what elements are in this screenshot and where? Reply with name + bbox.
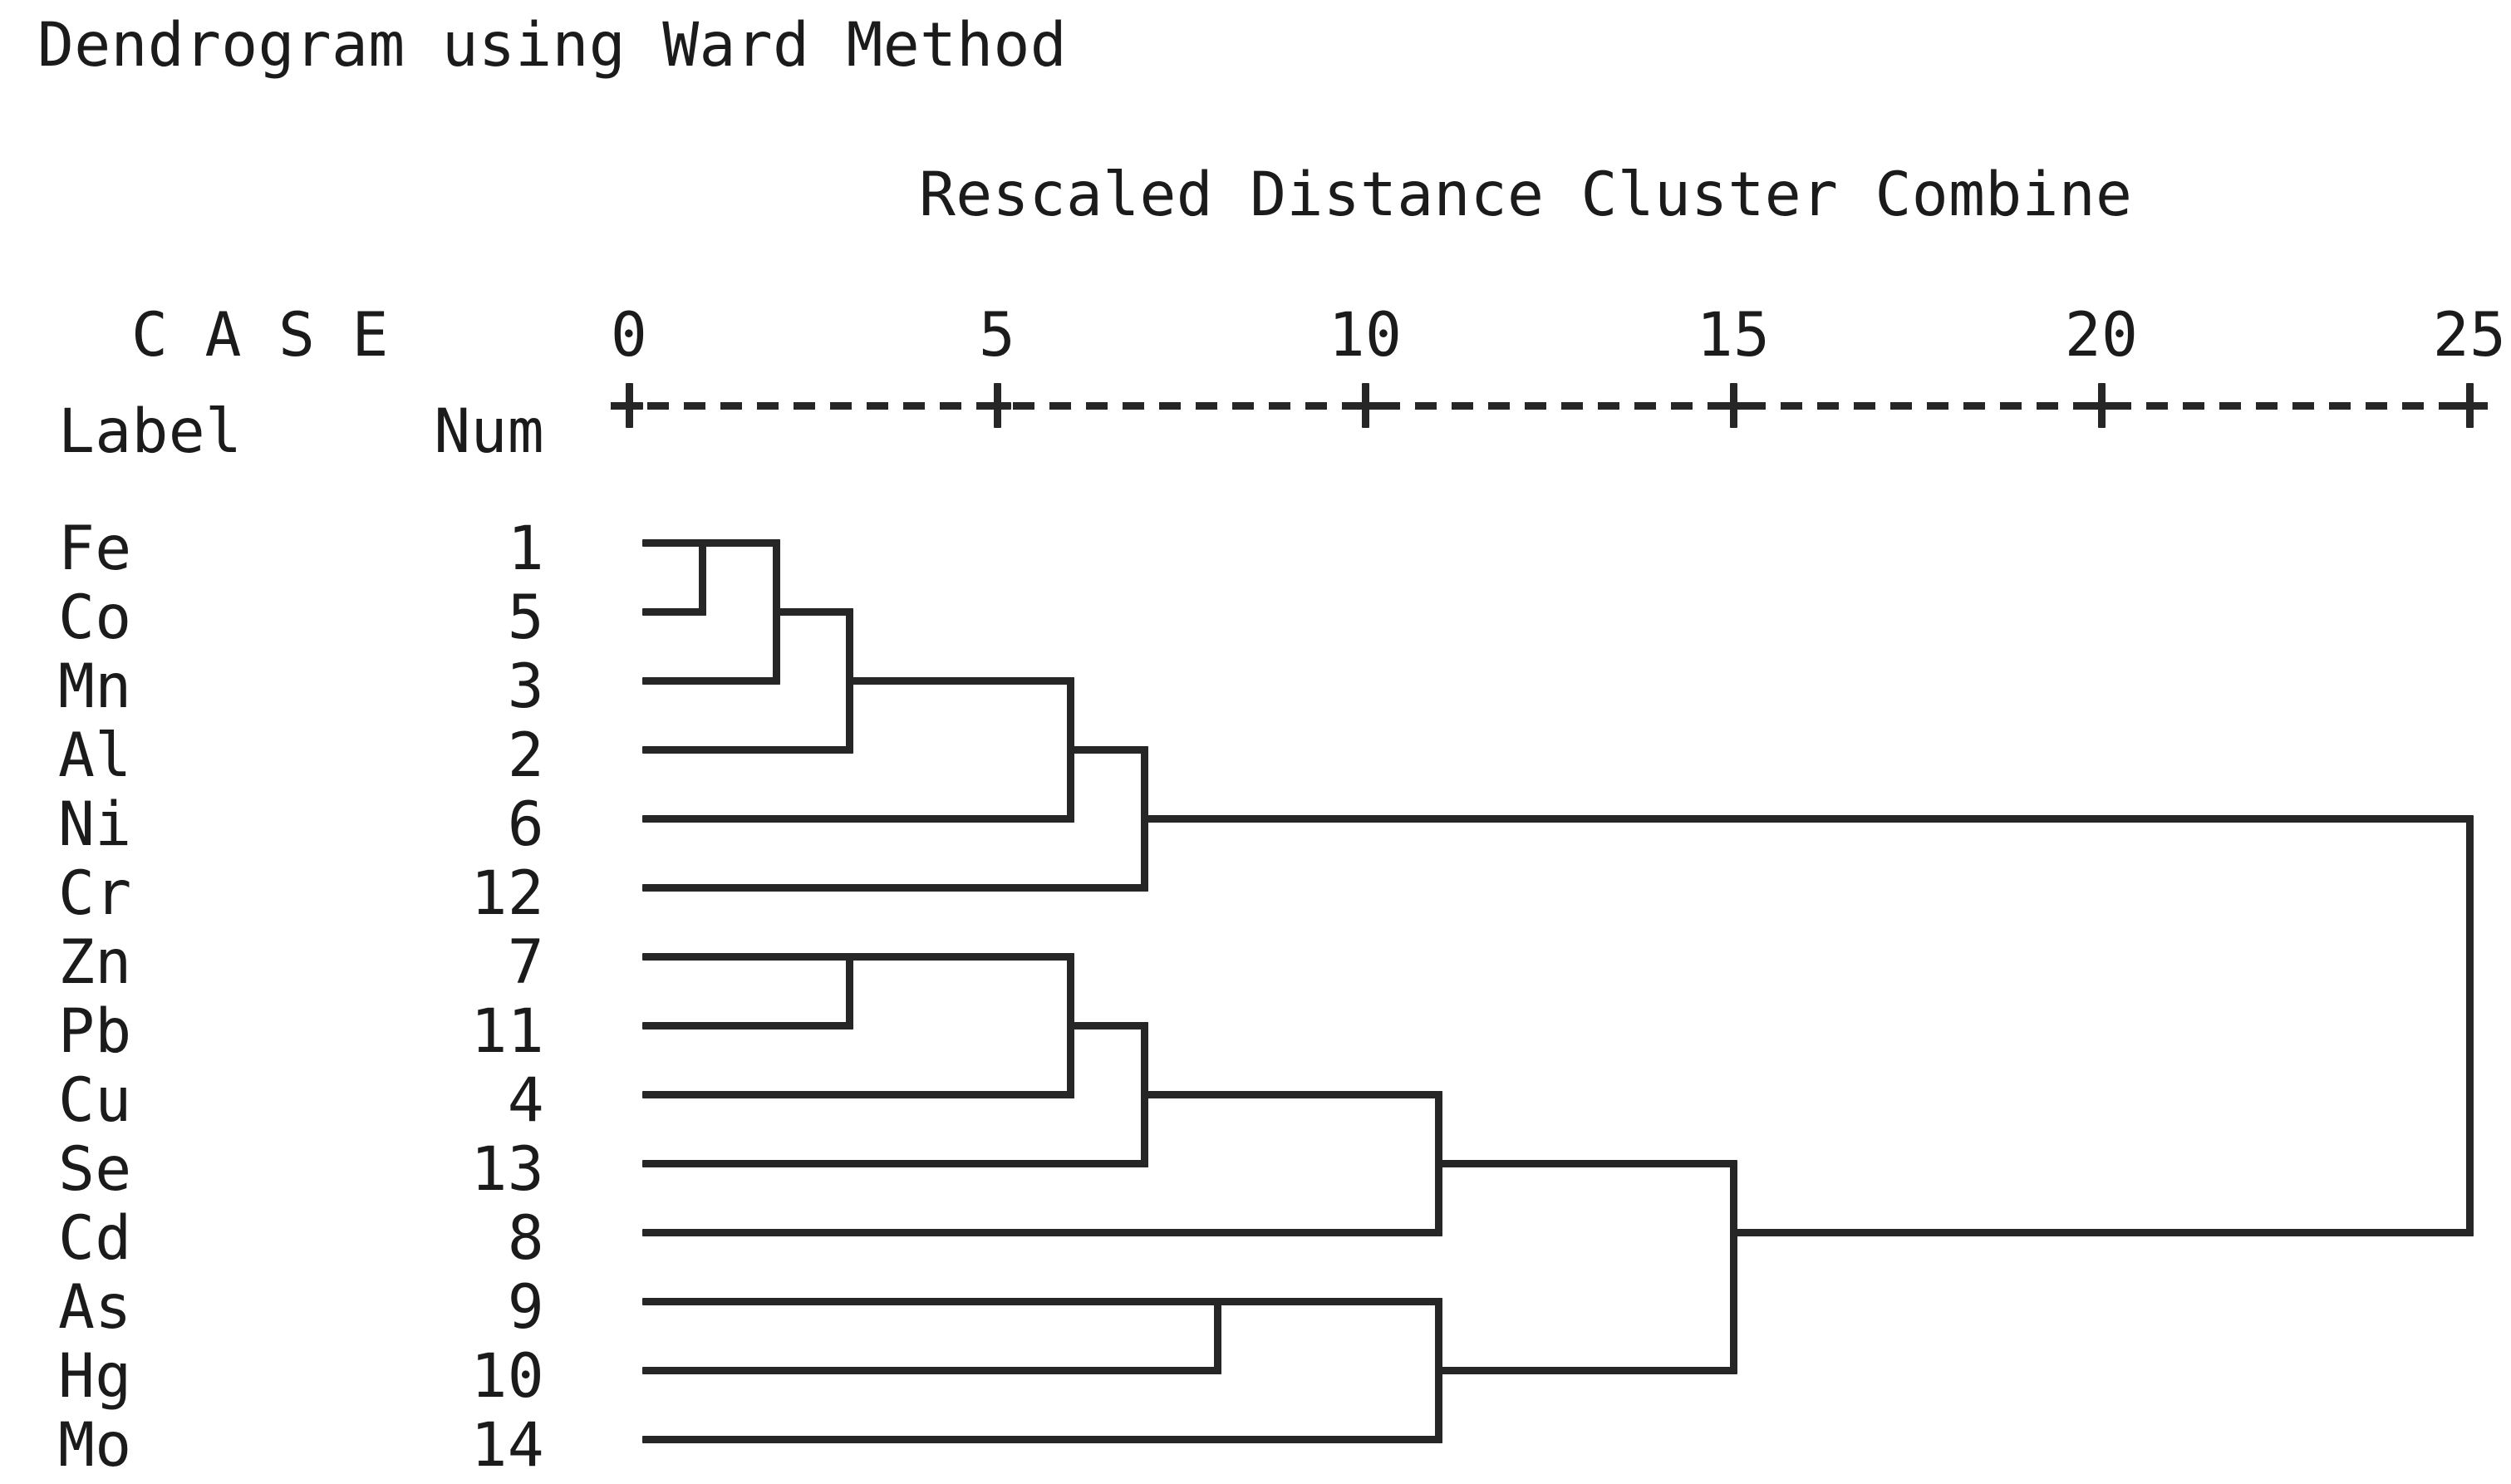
leaf-label: Fe: [58, 514, 132, 584]
tree-branch-horizontal: [1067, 1021, 1148, 1029]
leaf-num: 2: [507, 720, 544, 791]
leaf-num: 6: [507, 789, 544, 860]
leaf-num: 7: [507, 927, 544, 998]
tree-merge-vertical: [1067, 676, 1075, 823]
tree-branch-horizontal: [641, 1366, 1222, 1374]
axis-dash-line: [611, 402, 2488, 410]
leaf-label: Cr: [58, 858, 132, 929]
leaf-label: As: [58, 1272, 132, 1343]
tree-branch-horizontal: [699, 538, 780, 547]
leaf-label: Hg: [58, 1341, 132, 1412]
tree-merge-vertical: [1435, 1090, 1443, 1236]
leaf-label: Co: [58, 582, 132, 653]
tree-branch-horizontal: [641, 745, 854, 754]
tree-branch-horizontal: [641, 1297, 1222, 1305]
axis-plus-tick-bar: [615, 402, 643, 410]
leaf-num: 10: [470, 1341, 544, 1412]
tree-branch-horizontal: [1214, 1297, 1443, 1305]
axis-tick-label: 25: [2432, 300, 2507, 371]
label-column-header: Label: [58, 396, 243, 467]
leaf-num: 3: [507, 651, 544, 722]
axis-tick-label: 15: [1696, 300, 1771, 371]
tree-merge-vertical: [846, 952, 854, 1029]
tree-branch-horizontal: [846, 952, 1075, 961]
tree-branch-horizontal: [641, 1090, 1075, 1098]
tree-branch-horizontal: [1140, 1090, 1443, 1098]
leaf-num: 8: [507, 1203, 544, 1274]
axis-plus-tick-bar: [1351, 402, 1379, 410]
axis-plus-tick-bar: [983, 402, 1011, 410]
tree-branch-horizontal: [641, 1159, 1148, 1167]
axis-plus-tick-bar: [2087, 402, 2115, 410]
tree-branch-horizontal: [641, 814, 1075, 823]
leaf-num: 1: [507, 514, 544, 584]
tree-merge-vertical: [1140, 745, 1148, 892]
tree-branch-horizontal: [641, 607, 707, 616]
tree-branch-horizontal: [641, 1228, 1443, 1236]
leaf-label: Se: [58, 1134, 132, 1205]
axis-tick-label: 0: [610, 300, 648, 371]
leaf-label: Pb: [58, 996, 132, 1067]
tree-branch-horizontal: [1067, 745, 1148, 754]
leaf-label: Mo: [58, 1410, 132, 1481]
tree-branch-horizontal: [641, 538, 707, 547]
tree-branch-horizontal: [641, 952, 854, 961]
axis-tick-label: 10: [1328, 300, 1403, 371]
leaf-num: 9: [507, 1272, 544, 1343]
page-title: Dendrogram using Ward Method: [37, 10, 1067, 81]
tree-merge-vertical: [1729, 1159, 1737, 1374]
leaf-label: Cu: [58, 1065, 132, 1136]
tree-branch-horizontal: [1435, 1159, 1737, 1167]
tree-merge-vertical: [1435, 1297, 1443, 1443]
tree-branch-horizontal: [641, 676, 780, 685]
axis-plus-tick-bar: [1719, 402, 1747, 410]
axis-tick-label: 5: [978, 300, 1016, 371]
tree-merge-vertical: [2465, 814, 2474, 1236]
leaf-num: 5: [507, 582, 544, 653]
leaf-label: Cd: [58, 1203, 132, 1274]
tree-branch-horizontal: [1140, 814, 2474, 823]
tree-branch-horizontal: [846, 676, 1075, 685]
axis-plus-tick-bar: [2455, 402, 2484, 410]
tree-branch-horizontal: [641, 883, 1148, 892]
tree-branch-horizontal: [641, 1021, 854, 1029]
tree-merge-vertical: [772, 538, 780, 685]
leaf-num: 11: [470, 996, 544, 1067]
leaf-num: 13: [470, 1134, 544, 1205]
tree-branch-horizontal: [1729, 1228, 2474, 1236]
axis-title: Rescaled Distance Cluster Combine: [919, 160, 2133, 230]
num-column-header: Num: [434, 396, 544, 467]
leaf-num: 4: [507, 1065, 544, 1136]
tree-branch-horizontal: [641, 1435, 1443, 1443]
leaf-num: 14: [470, 1410, 544, 1481]
leaf-label: Mn: [58, 651, 132, 722]
tree-merge-vertical: [1140, 1021, 1148, 1167]
leaf-label: Al: [58, 720, 132, 791]
leaf-num: 12: [470, 858, 544, 929]
axis-tick-label: 20: [2064, 300, 2139, 371]
tree-merge-vertical: [1067, 952, 1075, 1098]
tree-merge-vertical: [1214, 1297, 1222, 1374]
tree-merge-vertical: [699, 538, 707, 616]
leaf-label: Ni: [58, 789, 132, 860]
case-header: C A S E: [131, 300, 389, 371]
tree-merge-vertical: [846, 607, 854, 754]
tree-branch-horizontal: [772, 607, 854, 616]
tree-branch-horizontal: [1435, 1366, 1737, 1374]
leaf-label: Zn: [58, 927, 132, 998]
